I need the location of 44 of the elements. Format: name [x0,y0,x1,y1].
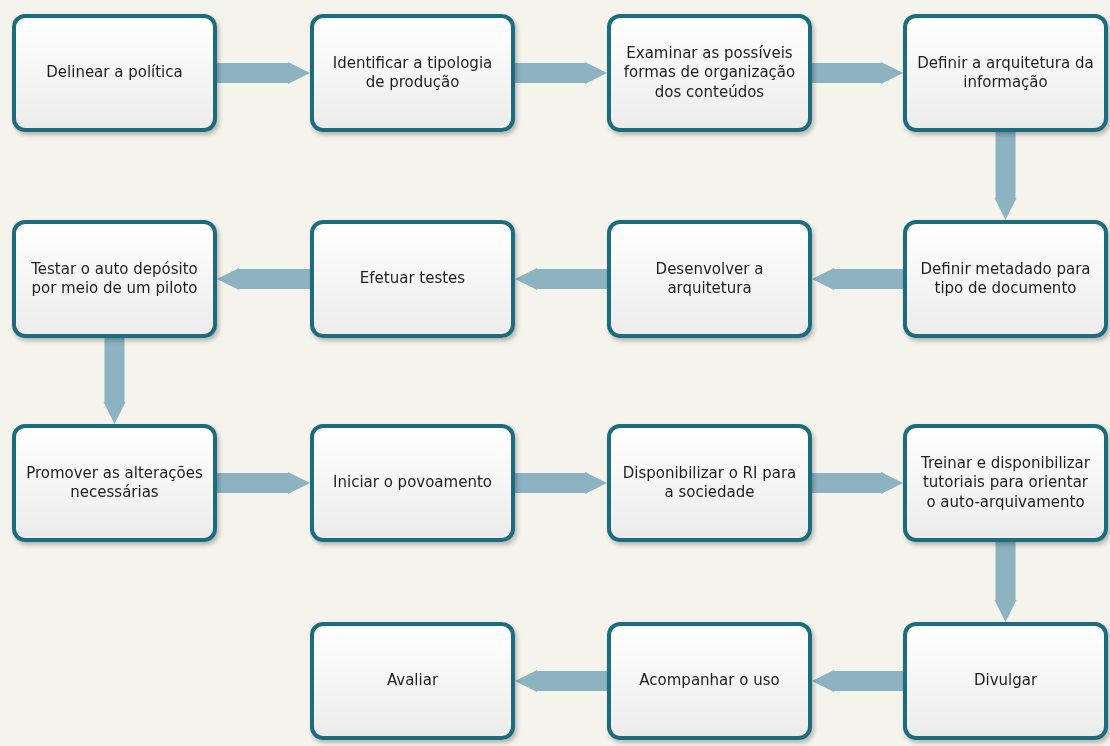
process-box [607,424,812,542]
step-text: Iniciar o povoamento [333,473,492,493]
block-arrow [812,670,903,692]
block-arrow [994,542,1017,622]
process-box [607,14,812,132]
block-arrow [515,62,607,84]
process-box [310,424,515,542]
step-text: Examinar as possíveis formas de organização dos conteúdos [622,43,797,103]
step-text: Treinar e disponibilizar tutoriais para orientar o auto-arquivamento [920,453,1091,513]
block-arrow [812,268,903,290]
block-arrow [812,472,903,494]
step-text: Avaliar [386,671,439,691]
process-box [903,622,1108,740]
block-arrow [217,472,310,494]
block-arrow [515,670,607,692]
step-text: Identificar a tipologia de produção [331,53,494,93]
process-box [903,424,1108,542]
step-text: Acompanhar o uso [639,671,780,691]
block-arrow [994,132,1017,220]
block-arrow [515,472,607,494]
process-box [903,14,1108,132]
step-text: Efetuar testes [359,269,466,289]
block-arrow [103,338,126,424]
process-box [903,220,1108,338]
step-text: Divulgar [973,671,1038,691]
step-text: Delinear a política [46,63,183,83]
step-text: Promover as alterações necessárias [26,463,203,503]
process-box [607,622,812,740]
block-arrow [515,268,607,290]
process-box [12,14,217,132]
process-box [310,622,515,740]
step-text: Desenvolver a arquitetura [654,259,765,299]
process-box [12,424,217,542]
step-text: Definir a arquitetura da informação [917,53,1094,93]
process-box [12,220,217,338]
step-text: Testar o auto depósito por meio de um piloto [30,259,199,299]
step-text: Disponibilizar o RI para a sociedade [621,463,798,503]
block-arrow [812,62,903,84]
block-arrow [217,62,310,84]
process-box [310,220,515,338]
step-text: Definir metadado para tipo de documento [919,259,1092,299]
process-box [310,14,515,132]
block-arrow [217,268,310,290]
process-box [607,220,812,338]
